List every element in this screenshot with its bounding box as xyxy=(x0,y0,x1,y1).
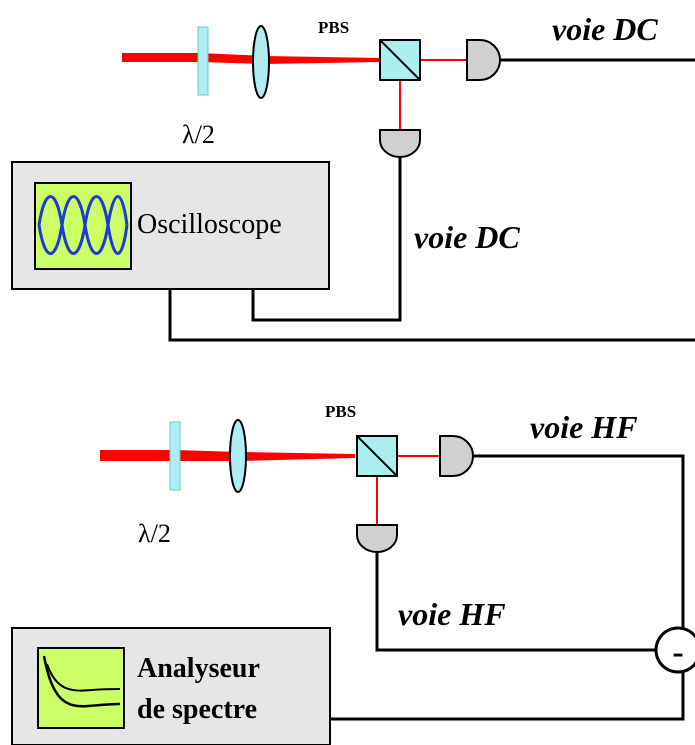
top-voie-dc-bottom: voie DC xyxy=(414,219,520,255)
bottom-waveplate-label: λ/2 xyxy=(138,519,171,548)
bottom-wire-to-analyzer xyxy=(330,672,685,721)
top-wire-return xyxy=(168,270,695,342)
oscilloscope-trace xyxy=(37,195,129,255)
bottom-setup: PBS - Analyseur de spectre λ/2 voie HF v… xyxy=(11,402,695,745)
analyzer-label-line2: de spectre xyxy=(137,694,257,725)
subtractor-node xyxy=(654,626,695,674)
top-pbs-diagonal xyxy=(379,39,421,81)
top-lens xyxy=(252,25,270,99)
analyzer-label-line1: Analyseur xyxy=(137,653,260,684)
top-laser-beam xyxy=(122,53,380,64)
oscilloscope-label: Oscilloscope xyxy=(137,209,282,240)
bottom-pbs-diagonal xyxy=(356,435,398,477)
bottom-wire-bottom-channel xyxy=(375,552,657,652)
top-waveplate xyxy=(197,26,209,96)
top-voie-dc-right: voie DC xyxy=(552,11,658,47)
spectrum-trace xyxy=(42,655,121,708)
top-pbs-label: PBS xyxy=(318,18,349,37)
top-wire-bottom-channel xyxy=(251,157,402,322)
spectrum-analyzer-screen xyxy=(37,647,125,729)
top-waveplate-label: λ/2 xyxy=(182,120,215,149)
bottom-detector-right xyxy=(439,435,474,477)
bottom-waveplate xyxy=(169,421,181,491)
top-detector-bottom xyxy=(379,129,421,158)
bottom-pbs-label: PBS xyxy=(325,402,356,421)
bottom-laser-beam xyxy=(100,450,355,461)
bottom-voie-hf-right: voie HF xyxy=(530,409,638,445)
top-setup: PBS Oscilloscope λ/2 voie DC voie DC xyxy=(11,11,695,342)
bottom-wire-right-channel xyxy=(473,454,685,628)
subtractor-symbol: - xyxy=(672,634,683,671)
bottom-lens xyxy=(229,419,247,493)
bottom-voie-hf-bottom: voie HF xyxy=(398,596,506,632)
top-detector-right xyxy=(466,39,501,81)
bottom-detector-bottom xyxy=(356,524,398,553)
